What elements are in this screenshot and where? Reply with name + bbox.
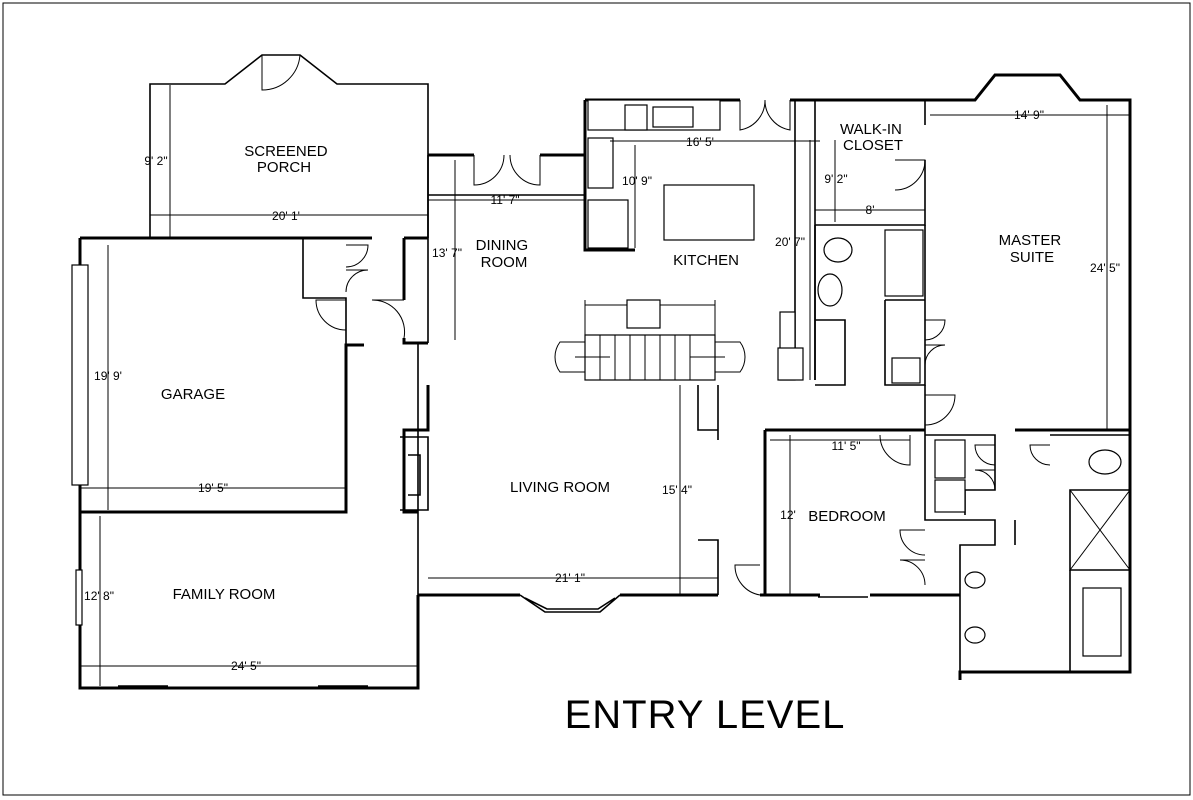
dining-room-line-2: ROOM [481,254,528,271]
dim-closet-depth: 9' 2" [824,172,847,186]
screened-porch-label: SCREENED PORCH [244,143,332,176]
dim-bedroom-depth: 12' [780,508,796,522]
dim-living-depth: 15' 4" [662,483,692,497]
dim-hall-length: 20' 7" [775,235,805,249]
dimension-labels: 9' 2" 20' 1' 13' 7" 11' 7" 16' 5' 10' 9"… [84,108,1120,673]
dim-garage-width: 19' 5" [198,481,228,495]
dining-room-label: DINING ROOM [476,237,533,271]
dim-master-width: 14' 9" [1014,108,1044,122]
master-suite-line-2: SUITE [1010,249,1054,266]
dim-master-depth: 24' 5" [1090,261,1120,275]
plan-title: ENTRY LEVEL [565,693,846,737]
living-room-label: LIVING ROOM [510,479,610,496]
dimension-lines [80,85,1130,686]
dim-kitchen-depth: 10' 9" [622,174,652,188]
dim-dining-depth: 13' 7" [432,246,462,260]
dim-family-depth: 12' 8" [84,589,114,603]
dim-porch-depth: 9' 2" [144,154,167,168]
bedroom-label: BEDROOM [808,508,886,525]
doors [261,54,1051,596]
kitchen-label: KITCHEN [673,252,739,269]
room-labels: SCREENED PORCH DINING ROOM KITCHEN WALK-… [161,121,1066,603]
walk-in-closet-line-1: WALK-IN [840,121,902,138]
dim-garage-depth: 19' 9' [94,369,122,383]
screened-porch-line-2: PORCH [257,159,311,176]
walk-in-closet-label: WALK-IN CLOSET [840,121,906,154]
dim-family-width: 24' 5" [231,659,261,673]
fixtures [554,99,1131,657]
screened-porch-line-1: SCREENED [244,143,328,160]
dim-living-width: 21' 1" [555,571,585,585]
dim-bedroom-width: 11' 5" [831,439,860,453]
family-room-label: FAMILY ROOM [173,586,276,603]
master-suite-line-1: MASTER [999,232,1062,249]
dim-porch-width: 20' 1' [272,209,300,223]
dim-dining-width: 11' 7" [490,193,519,207]
master-suite-label: MASTER SUITE [999,232,1066,266]
walk-in-closet-line-2: CLOSET [843,137,903,154]
dim-closet-width: 8' [866,203,875,217]
walls [71,54,1132,690]
garage-label: GARAGE [161,386,225,403]
dim-kitchen-width: 16' 5' [686,135,714,149]
dining-room-line-1: DINING [476,237,529,254]
